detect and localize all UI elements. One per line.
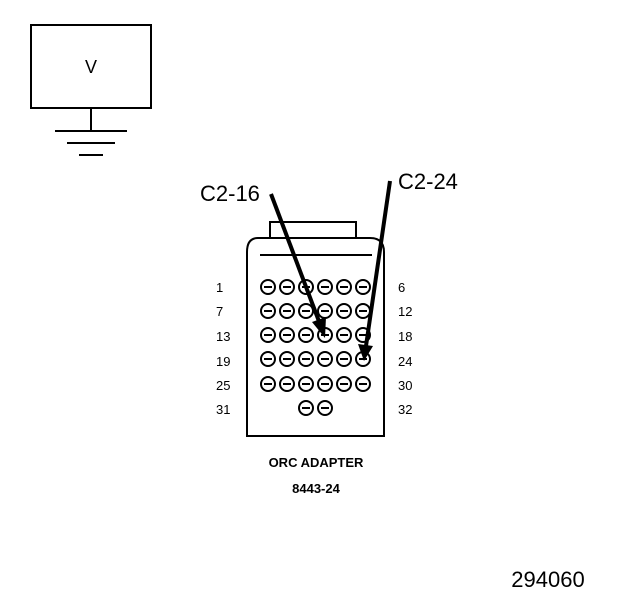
- row-label-right: 18: [398, 329, 412, 344]
- row-label-right: 24: [398, 354, 412, 369]
- adapter-name: ORC ADAPTER: [269, 455, 364, 470]
- connector-outline: [246, 237, 385, 437]
- pin-terminal: [279, 303, 295, 319]
- pin-terminal: [336, 279, 352, 295]
- pin-terminal: [298, 351, 314, 367]
- row-label-left: 1: [216, 280, 223, 295]
- callout-c2-16: C2-16: [200, 181, 260, 206]
- pin-grid: [260, 279, 371, 416]
- pin-terminal: [317, 279, 333, 295]
- voltmeter: V: [30, 24, 152, 156]
- pin-terminal: [260, 351, 276, 367]
- row-label-right: 30: [398, 378, 412, 393]
- pin-terminal: [298, 327, 314, 343]
- pin-terminal: [317, 376, 333, 392]
- pin-terminal: [298, 303, 314, 319]
- row-label-right: 12: [398, 304, 412, 319]
- pin-terminal: [317, 351, 333, 367]
- connector-top-tab: [269, 221, 357, 238]
- adapter-part-number: 8443-24: [292, 481, 340, 496]
- pin-terminal: [279, 327, 295, 343]
- pin-terminal: [279, 376, 295, 392]
- pin-terminal: [298, 376, 314, 392]
- voltmeter-label: V: [85, 57, 97, 77]
- row-label-left: 7: [216, 304, 223, 319]
- left-row-labels: 1 7 13 19 25 31: [216, 280, 230, 417]
- right-row-labels: 6 12 18 24 30 32: [398, 280, 412, 417]
- pin-terminal: [317, 400, 333, 416]
- pin-terminal: [355, 376, 371, 392]
- row-label-left: 13: [216, 329, 230, 344]
- pin-terminal: [336, 327, 352, 343]
- pin-terminal: [355, 303, 371, 319]
- pin-terminal: [336, 303, 352, 319]
- pin-terminal: [279, 351, 295, 367]
- pin-terminal: [317, 303, 333, 319]
- probe-arrow-c2-16: [269, 193, 326, 338]
- row-label-right: 32: [398, 402, 412, 417]
- pin-terminal: [260, 376, 276, 392]
- callout-c2-24: C2-24: [398, 169, 458, 194]
- ground-icon: [55, 130, 127, 156]
- pin-terminal: [355, 279, 371, 295]
- probe-arrow-c2-24: [358, 180, 392, 361]
- pin-terminal: [298, 400, 314, 416]
- row-label-left: 25: [216, 378, 230, 393]
- figure-id: 294060: [511, 567, 584, 592]
- pin-terminal: [260, 327, 276, 343]
- pin-terminal: [260, 303, 276, 319]
- orc-adapter-connector: [246, 221, 385, 437]
- pin-terminal: [279, 279, 295, 295]
- pin-terminal: [336, 351, 352, 367]
- row-label-right: 6: [398, 280, 405, 295]
- pin-terminal: [336, 376, 352, 392]
- row-label-left: 31: [216, 402, 230, 417]
- row-label-left: 19: [216, 354, 230, 369]
- pin-terminal: [260, 279, 276, 295]
